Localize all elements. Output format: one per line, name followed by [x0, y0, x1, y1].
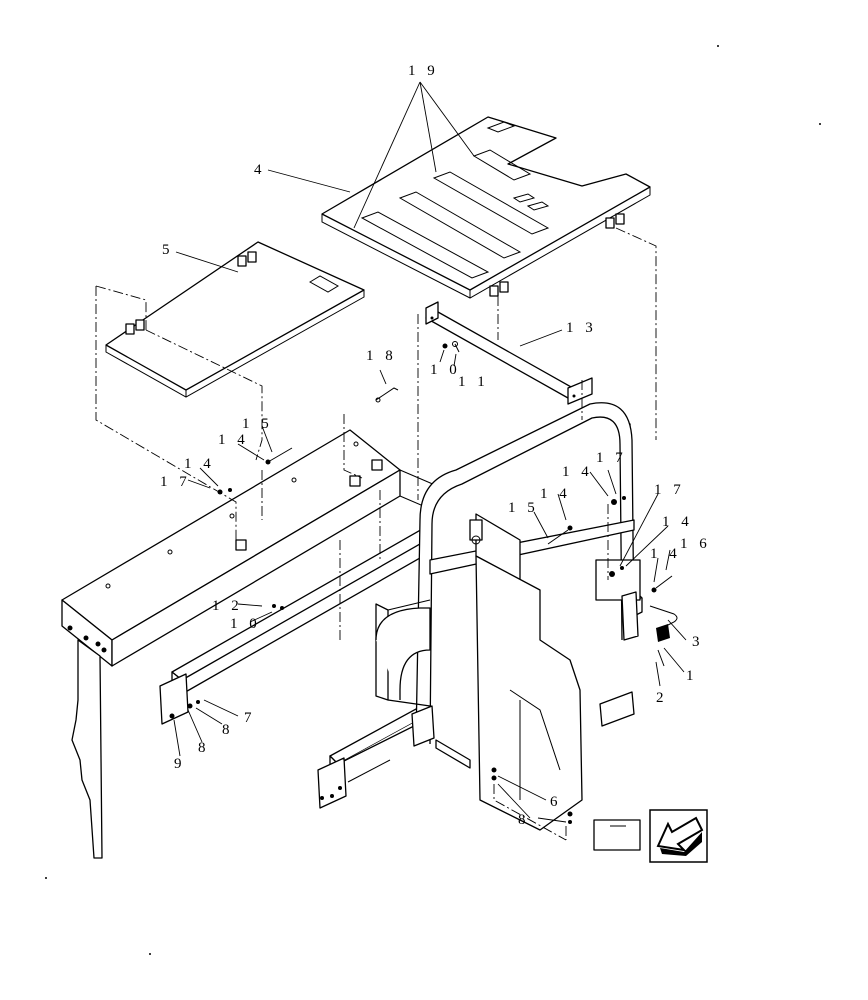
callout-11: 1 1: [458, 374, 489, 390]
central-housing: [375, 513, 641, 851]
callout-9: 9: [174, 756, 186, 772]
callout-17-left: 1 7: [160, 474, 191, 490]
callout-14-left-b: 1 4: [184, 456, 215, 472]
callout-18: 1 8: [366, 348, 397, 364]
callout-19: 1 9: [408, 63, 439, 79]
callout-7: 7: [244, 710, 256, 726]
callout-labels: 1 9 4 5 1 3 1 0 1 1 1 8 1 5 1 4 1 4 1 7 …: [160, 63, 711, 828]
callout-15-right: 1 5: [508, 500, 539, 516]
callout-14-right-d: 1 4: [650, 546, 681, 562]
callout-14-right-a: 1 4: [562, 464, 593, 480]
callout-4: 4: [254, 162, 266, 178]
callout-2: 2: [656, 690, 668, 706]
leader-lines: [173, 81, 687, 823]
side-plate-part-5: [105, 241, 365, 398]
callout-14-right-b: 1 4: [540, 486, 571, 502]
callout-8-bottom: 8: [518, 812, 530, 828]
alignment-lines: [95, 227, 657, 841]
callout-13: 1 3: [566, 320, 597, 336]
scan-specks: [45, 45, 821, 955]
callout-5: 5: [162, 242, 174, 258]
floor-plate-part-4: [321, 116, 651, 299]
callout-12: 1 2: [212, 598, 243, 614]
callout-1: 1: [686, 668, 698, 684]
main-frame: [61, 429, 471, 859]
callout-14-left-a: 1 4: [218, 432, 249, 448]
callout-8-left-b: 8: [198, 740, 210, 756]
callout-3: 3: [692, 634, 704, 650]
callout-17-right-b: 1 7: [654, 482, 685, 498]
callout-16: 1 6: [680, 536, 711, 552]
callout-6: 6: [550, 794, 562, 810]
support-bar-part-13: [425, 301, 593, 405]
callout-8-left-a: 8: [222, 722, 234, 738]
callout-15-left: 1 5: [242, 416, 273, 432]
arrow-icon[interactable]: [649, 809, 708, 863]
hinge-assembly: [621, 591, 678, 667]
callout-10-top: 1 0: [430, 362, 461, 378]
hardware-fasteners: [169, 341, 673, 824]
callout-17-right-a: 1 7: [596, 450, 627, 466]
callout-10-bottom: 1 0: [230, 616, 261, 632]
callout-14-right-c: 1 4: [662, 514, 693, 530]
